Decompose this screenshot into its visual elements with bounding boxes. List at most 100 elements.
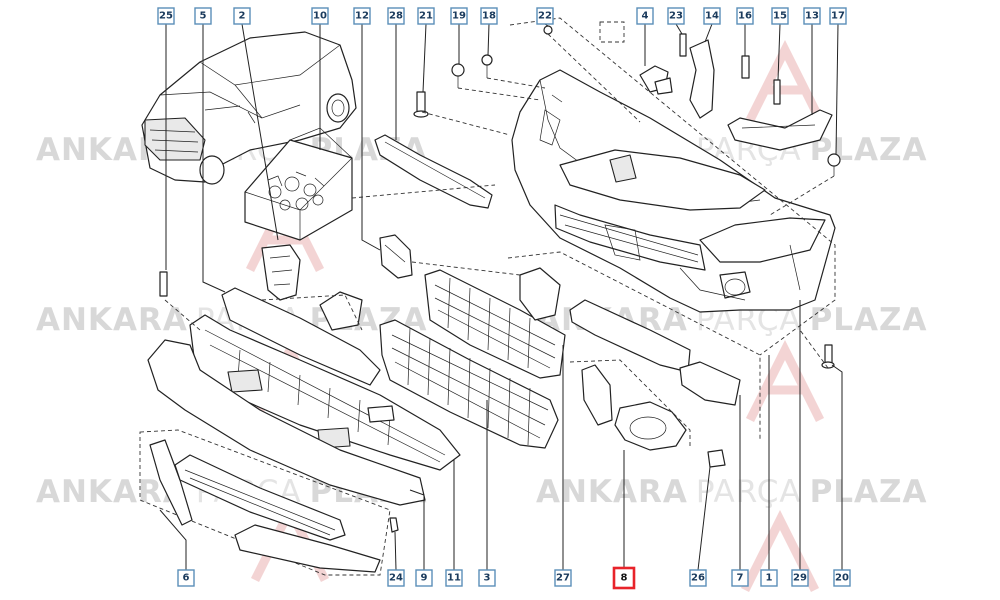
- car-thumbnail: [141, 31, 357, 185]
- part-7-lower-trim: [569, 299, 741, 406]
- callout-label: 28: [389, 11, 403, 22]
- callout-label: 5: [200, 11, 207, 22]
- part-2-side-bracket: [261, 244, 301, 301]
- callout-15[interactable]: 15: [771, 7, 789, 25]
- part-15-pin: [773, 79, 781, 105]
- callout-2[interactable]: 2: [233, 7, 251, 25]
- callout-label: 7: [737, 573, 744, 584]
- part-16-pin: [741, 55, 750, 79]
- callout-27[interactable]: 27: [554, 569, 572, 587]
- callout-18[interactable]: 18: [480, 7, 498, 25]
- callout-21[interactable]: 21: [417, 7, 435, 25]
- part-4-bracket-set: [639, 65, 673, 95]
- watermark-word-3: PLAZA: [810, 474, 928, 510]
- callout-label: 10: [313, 11, 327, 22]
- callout-6[interactable]: 6: [177, 569, 195, 587]
- callout-label: 3: [484, 573, 491, 584]
- callout-label: 6: [183, 573, 190, 584]
- callout-24[interactable]: 24: [387, 569, 405, 587]
- callout-19[interactable]: 19: [450, 7, 468, 25]
- callout-9[interactable]: 9: [415, 569, 433, 587]
- callout-12[interactable]: 12: [353, 7, 371, 25]
- assembly-guides: [164, 33, 835, 369]
- callout-label: 2: [239, 11, 246, 22]
- watermark-word-1: ANKARA: [536, 474, 688, 510]
- part-10-fastener-kit-box: [244, 127, 353, 241]
- watermark-word-2: PARÇA: [696, 474, 802, 510]
- callout-1[interactable]: 1: [760, 569, 778, 587]
- callout-label: 1: [766, 573, 773, 584]
- callout-label: 22: [538, 11, 552, 22]
- callout-label: 9: [421, 573, 428, 584]
- part-1-front-bumper: [511, 69, 836, 313]
- callout-label: 13: [805, 11, 819, 22]
- callout-label: 26: [691, 573, 705, 584]
- part-17-screw: [827, 153, 841, 176]
- part-20-screw: [821, 344, 835, 369]
- callout-label: 4: [642, 11, 649, 22]
- part-21-bolt: [413, 91, 429, 118]
- exploded-view-bracket-2: [599, 21, 625, 43]
- watermark-word-3: PLAZA: [810, 302, 928, 338]
- callout-label: 23: [669, 11, 683, 22]
- callout-label: 19: [452, 11, 466, 22]
- callout-label: 15: [773, 11, 787, 22]
- callout-10[interactable]: 10: [311, 7, 329, 25]
- callout-label: 25: [159, 11, 173, 22]
- fasteners: [159, 25, 841, 533]
- top-callouts: 25 5 2 10 12 28 21 19: [157, 7, 847, 25]
- part-29-side-molding: [507, 251, 761, 440]
- callout-label: 16: [738, 11, 752, 22]
- part-5-center-bracket: [319, 291, 363, 331]
- part-26-clip: [707, 449, 726, 468]
- callout-28[interactable]: 28: [387, 7, 405, 25]
- part-24-clip: [389, 517, 399, 533]
- callout-29[interactable]: 29: [791, 569, 809, 587]
- part-4-license-bracket: [367, 405, 395, 423]
- part-13-side-support: [727, 109, 833, 151]
- callout-4[interactable]: 4: [636, 7, 654, 25]
- callout-20[interactable]: 20: [833, 569, 851, 587]
- part-14-guide-bracket: [689, 39, 715, 119]
- part-19-screw: [451, 63, 465, 88]
- bottom-callouts: 6 24 9 11 3 27 8 26: [177, 566, 851, 590]
- part-8-fog-lamp-bracket: [569, 359, 691, 451]
- callout-label: 8: [621, 573, 628, 584]
- callout-label: 20: [835, 573, 849, 584]
- part-9-bumper-reinforcement: [189, 314, 461, 471]
- part-6-trim-kit: [139, 429, 391, 576]
- callout-14[interactable]: 14: [703, 7, 721, 25]
- callout-13[interactable]: 13: [803, 7, 821, 25]
- callout-23[interactable]: 23: [667, 7, 685, 25]
- part-23-pin: [679, 33, 687, 57]
- callout-5[interactable]: 5: [194, 7, 212, 25]
- callout-16[interactable]: 16: [736, 7, 754, 25]
- callout-label: 12: [355, 11, 369, 22]
- callout-17[interactable]: 17: [829, 7, 847, 25]
- part-12-bracket: [379, 234, 413, 279]
- callout-22[interactable]: 22: [536, 7, 554, 25]
- part-5-upper-strip: [221, 287, 381, 386]
- callout-label: 21: [419, 11, 433, 22]
- callout-3[interactable]: 3: [478, 569, 496, 587]
- part-25-push-clip: [159, 271, 168, 297]
- watermark-word-3: PLAZA: [810, 132, 928, 168]
- callout-label: 24: [389, 573, 403, 584]
- callout-label: 18: [482, 11, 496, 22]
- callout-label: 29: [793, 573, 807, 584]
- part-27-lower-center-grille: [424, 269, 566, 379]
- part-11-lower-spoiler: [147, 339, 426, 506]
- part-18-screw: [481, 54, 493, 78]
- callout-7[interactable]: 7: [731, 569, 749, 587]
- callout-8-highlighted[interactable]: 8: [612, 566, 636, 590]
- watermark-word-1: ANKARA: [36, 302, 188, 338]
- callout-11[interactable]: 11: [445, 569, 463, 587]
- callout-label: 17: [831, 11, 845, 22]
- callout-26[interactable]: 26: [689, 569, 707, 587]
- callout-label: 11: [447, 573, 461, 584]
- callout-25[interactable]: 25: [157, 7, 175, 25]
- leader-lines: [159, 23, 843, 571]
- callout-label: 27: [556, 573, 570, 584]
- part-22-clip: [543, 25, 553, 35]
